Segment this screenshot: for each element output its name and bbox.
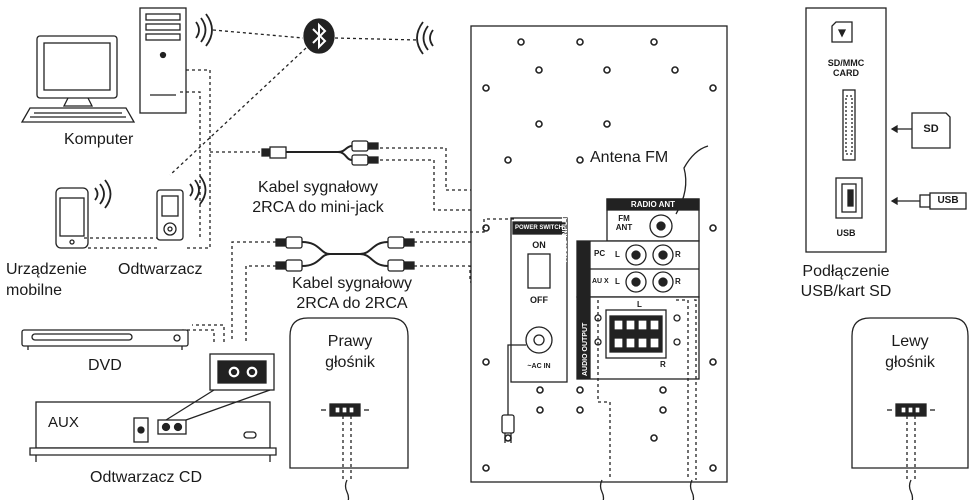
rca-jack-zoom [165,353,275,421]
pc-tower-icon [139,7,187,114]
label-pc: PC [594,249,606,258]
audio-input-jacks [576,240,700,298]
smartphone-icon [55,187,89,249]
label-right-aux: R [675,277,681,286]
audio-output-terminals [576,296,700,380]
sd-slot [842,89,856,161]
mp3-player-icon [156,189,184,241]
sd-card-icon [890,112,951,149]
label-on: ON [532,240,546,250]
wifi-signal-icon [195,13,213,47]
wifi-signal-icon [189,175,207,205]
label-mobile-device-line1: Urządzenie [6,261,87,278]
bluetooth-icon [303,18,335,54]
label-power-switch: POWER SWITCH [515,225,563,231]
label-aux: AUX [48,414,79,431]
rca-plug-icon [351,140,379,166]
sd-card-icon [831,21,853,43]
label-cable-minijack-line1: Kabel sygnałowy [257,179,379,196]
label-computer: Komputer [64,131,134,148]
label-player: Odtwarzacz [118,261,203,278]
label-off: OFF [530,295,548,305]
label-cable-minijack-line2: 2RCA do mini-jack [252,199,384,216]
label-left-speaker-line2: głośnik [885,354,935,371]
wifi-signal-icon [416,21,434,55]
radio-antenna-jack [606,198,700,242]
label-left-aux: L [615,277,620,286]
label-usb-tag: USB [937,195,959,206]
speaker-icon [289,317,409,469]
dvd-player-icon [21,329,189,350]
label-left-out: L [637,300,642,309]
label-sd-mmc-line2: CARD [833,68,859,78]
label-usb-sd-line1: Podłączenie [802,263,890,280]
label-usb-sd-line2: USB/kart SD [800,283,892,300]
usb-port-icon [835,177,863,219]
label-fm-antenna: Antena FM [590,149,669,166]
wifi-signal-icon [94,179,112,209]
power-switch-panel [510,217,568,383]
label-right-speaker-line1: Prawy [327,333,373,350]
label-right-out: R [660,360,666,369]
label-ac-in: ~AC IN [527,363,551,370]
label-left-pc: L [615,250,620,259]
label-fm: FM [618,214,630,223]
cd-player-icon [29,401,277,462]
minijack-plug-icon [261,146,338,159]
label-left-speaker-line1: Lewy [891,333,929,350]
label-right-speaker-line2: głośnik [325,354,375,371]
computer-icon [20,35,136,123]
power-plug-icon [501,344,526,443]
label-usb-port: USB [836,228,856,238]
usb-port-icon [890,192,967,210]
label-cd-player: Odtwarzacz CD [90,469,203,486]
label-ant: ANT [615,223,633,232]
speaker-icon [851,317,969,469]
label-sd-tag: SD [923,123,939,135]
label-radio-ant: RADIO ANT [630,200,676,209]
label-mobile-device-line2: mobilne [6,282,63,299]
label-dvd: DVD [88,357,122,374]
label-cable-2rca-line2: 2RCA do 2RCA [296,295,408,312]
label-aux-in: AU X [592,278,609,285]
label-audio-input: AUDIO INPUT [562,216,569,263]
label-sd-mmc-line1: SD/MMC [827,58,865,68]
label-right-pc: R [675,250,681,259]
label-cable-2rca-line1: Kabel sygnałowy [291,275,413,292]
label-audio-output: AUDIO OUTPUT [582,322,589,376]
